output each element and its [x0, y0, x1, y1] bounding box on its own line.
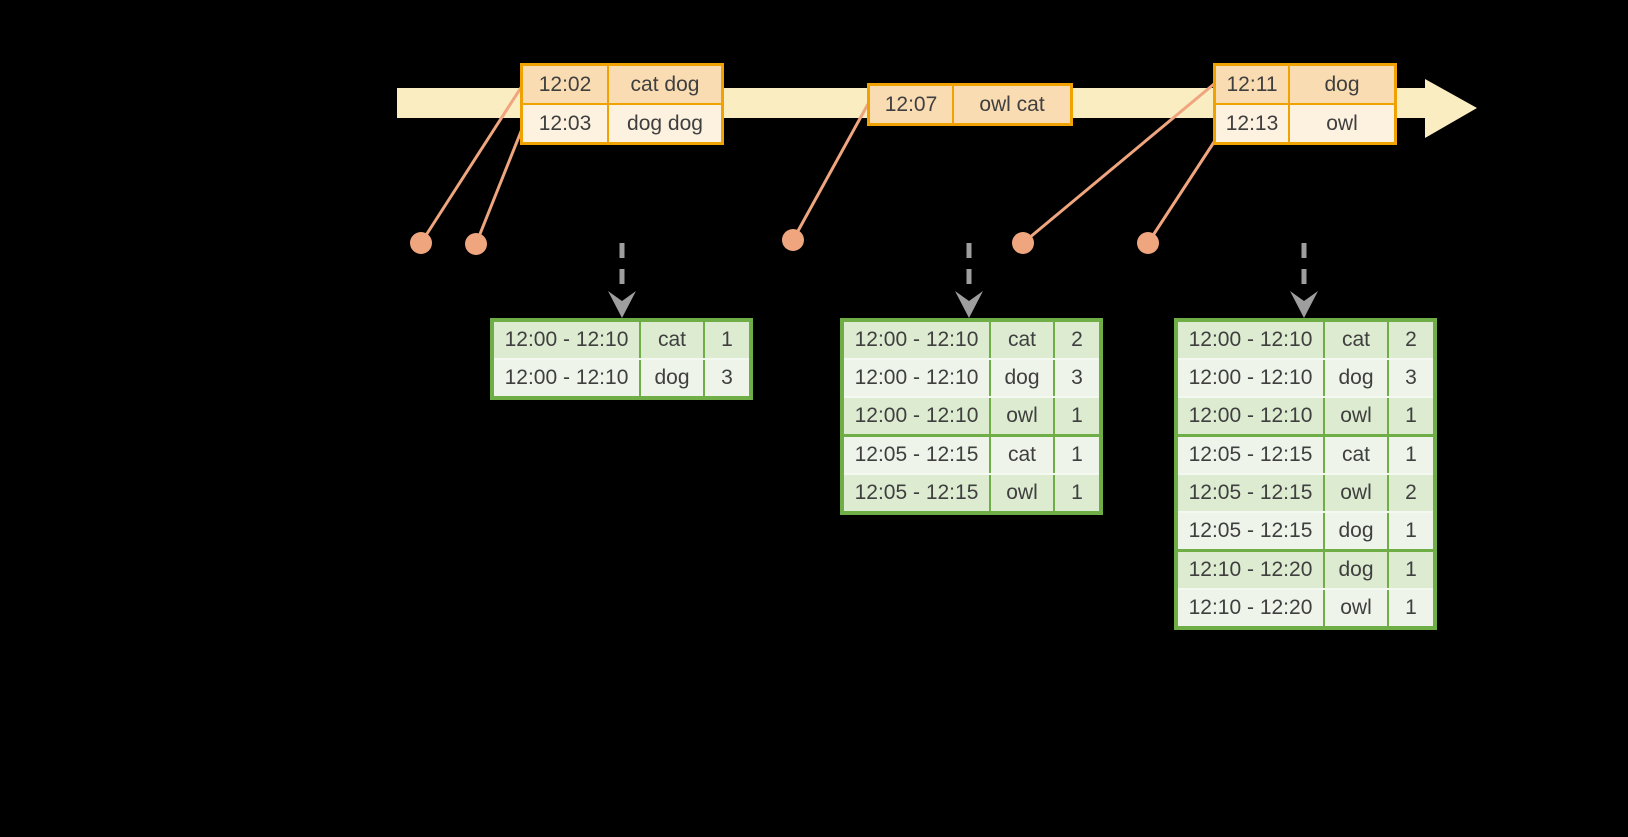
event-time: 12:11 — [1216, 66, 1290, 103]
window-cell: 12:00 - 12:10 — [844, 360, 989, 396]
result-row: 12:05 - 12:15 cat 1 — [1178, 434, 1433, 473]
word-cell: cat — [1323, 437, 1387, 473]
window-cell: 12:00 - 12:10 — [1178, 360, 1323, 396]
count-cell: 1 — [1387, 552, 1433, 588]
event-time: 12:02 — [523, 66, 609, 103]
result-row: 12:00 - 12:10 dog 3 — [844, 358, 1099, 396]
result-table-1: 12:00 - 12:10 cat 1 12:00 - 12:10 dog 3 — [490, 318, 753, 400]
count-cell: 2 — [1053, 322, 1099, 358]
result-row: 12:00 - 12:10 dog 3 — [494, 358, 749, 396]
result-row: 12:10 - 12:20 dog 1 — [1178, 549, 1433, 588]
window-cell: 12:05 - 12:15 — [1178, 437, 1323, 473]
count-cell: 2 — [1387, 322, 1433, 358]
count-cell: 1 — [1387, 398, 1433, 434]
event-connector-line — [474, 123, 526, 245]
word-cell: cat — [639, 322, 703, 358]
word-cell: owl — [1323, 398, 1387, 434]
result-row: 12:05 - 12:15 owl 1 — [844, 473, 1099, 511]
event-dot — [410, 232, 432, 254]
word-cell: cat — [989, 322, 1053, 358]
event-dot — [782, 229, 804, 251]
result-row: 12:00 - 12:10 owl 1 — [1178, 396, 1433, 434]
count-cell: 3 — [1053, 360, 1099, 396]
event-table-2: 12:07 owl cat — [867, 83, 1073, 126]
timeline-arrowhead-icon — [1425, 79, 1477, 138]
event-row: 12:07 owl cat — [870, 86, 1070, 123]
window-cell: 12:05 - 12:15 — [1178, 475, 1323, 511]
word-cell: dog — [1323, 513, 1387, 549]
result-table-3: 12:00 - 12:10 cat 2 12:00 - 12:10 dog 3 … — [1174, 318, 1437, 630]
event-dot — [465, 233, 487, 255]
result-row: 12:05 - 12:15 dog 1 — [1178, 511, 1433, 549]
window-cell: 12:05 - 12:15 — [844, 437, 989, 473]
event-connector-lines — [419, 82, 1218, 245]
event-words: owl cat — [979, 93, 1045, 116]
window-cell: 12:00 - 12:10 — [844, 398, 989, 434]
word-cell: dog — [639, 360, 703, 396]
event-dot — [1012, 232, 1034, 254]
event-words: dog dog — [627, 112, 703, 135]
arrow-down-icon — [1290, 291, 1318, 318]
arrow-down-icon — [608, 291, 636, 318]
window-cell: 12:05 - 12:15 — [844, 475, 989, 511]
word-cell: owl — [1323, 475, 1387, 511]
event-connector-line — [1022, 82, 1215, 245]
result-row: 12:00 - 12:10 cat 2 — [1178, 322, 1433, 358]
word-cell: dog — [1323, 360, 1387, 396]
event-connector-line — [1146, 138, 1218, 244]
event-row: 12:02 cat dog — [523, 66, 721, 103]
word-cell: cat — [989, 437, 1053, 473]
window-cell: 12:05 - 12:15 — [1178, 513, 1323, 549]
window-cell: 12:00 - 12:10 — [844, 322, 989, 358]
event-dots — [410, 229, 1159, 255]
event-time: 12:07 — [870, 86, 954, 123]
count-cell: 3 — [1387, 360, 1433, 396]
event-time: 12:13 — [1216, 105, 1290, 142]
event-time: 12:03 — [523, 105, 609, 142]
count-cell: 1 — [703, 322, 749, 358]
event-dot — [1137, 232, 1159, 254]
count-cell: 2 — [1387, 475, 1433, 511]
word-cell: dog — [1323, 552, 1387, 588]
arrow-down-icon — [955, 291, 983, 318]
window-cell: 12:00 - 12:10 — [494, 322, 639, 358]
result-row: 12:00 - 12:10 cat 2 — [844, 322, 1099, 358]
event-row: 12:13 owl — [1216, 103, 1394, 142]
window-cell: 12:00 - 12:10 — [1178, 398, 1323, 434]
event-row: 12:03 dog dog — [523, 103, 721, 142]
result-row: 12:00 - 12:10 cat 1 — [494, 322, 749, 358]
result-row: 12:05 - 12:15 owl 2 — [1178, 473, 1433, 511]
result-row: 12:00 - 12:10 owl 1 — [844, 396, 1099, 434]
event-words: owl — [1326, 112, 1358, 135]
event-words: cat dog — [630, 73, 700, 96]
result-table-2: 12:00 - 12:10 cat 2 12:00 - 12:10 dog 3 … — [840, 318, 1103, 515]
word-cell: owl — [989, 475, 1053, 511]
count-cell: 1 — [1053, 398, 1099, 434]
event-table-1: 12:02 cat dog 12:03 dog dog — [520, 63, 724, 145]
result-row: 12:10 - 12:20 owl 1 — [1178, 588, 1433, 626]
count-cell: 1 — [1053, 437, 1099, 473]
event-row: 12:11 dog — [1216, 66, 1394, 103]
word-cell: owl — [1323, 590, 1387, 626]
window-cell: 12:10 - 12:20 — [1178, 590, 1323, 626]
count-cell: 3 — [703, 360, 749, 396]
count-cell: 1 — [1387, 437, 1433, 473]
window-cell: 12:00 - 12:10 — [494, 360, 639, 396]
event-table-3: 12:11 dog 12:13 owl — [1213, 63, 1397, 145]
word-cell: cat — [1323, 322, 1387, 358]
event-connector-line — [791, 103, 870, 241]
window-cell: 12:00 - 12:10 — [1178, 322, 1323, 358]
count-cell: 1 — [1387, 513, 1433, 549]
count-cell: 1 — [1387, 590, 1433, 626]
count-cell: 1 — [1053, 475, 1099, 511]
result-row: 12:05 - 12:15 cat 1 — [844, 434, 1099, 473]
result-row: 12:00 - 12:10 dog 3 — [1178, 358, 1433, 396]
word-cell: dog — [989, 360, 1053, 396]
event-words: dog — [1324, 73, 1360, 96]
trigger-arrows — [619, 243, 1307, 293]
trigger-arrowheads — [608, 291, 1318, 318]
event-connector-line — [419, 85, 524, 244]
window-cell: 12:10 - 12:20 — [1178, 552, 1323, 588]
word-cell: owl — [989, 398, 1053, 434]
